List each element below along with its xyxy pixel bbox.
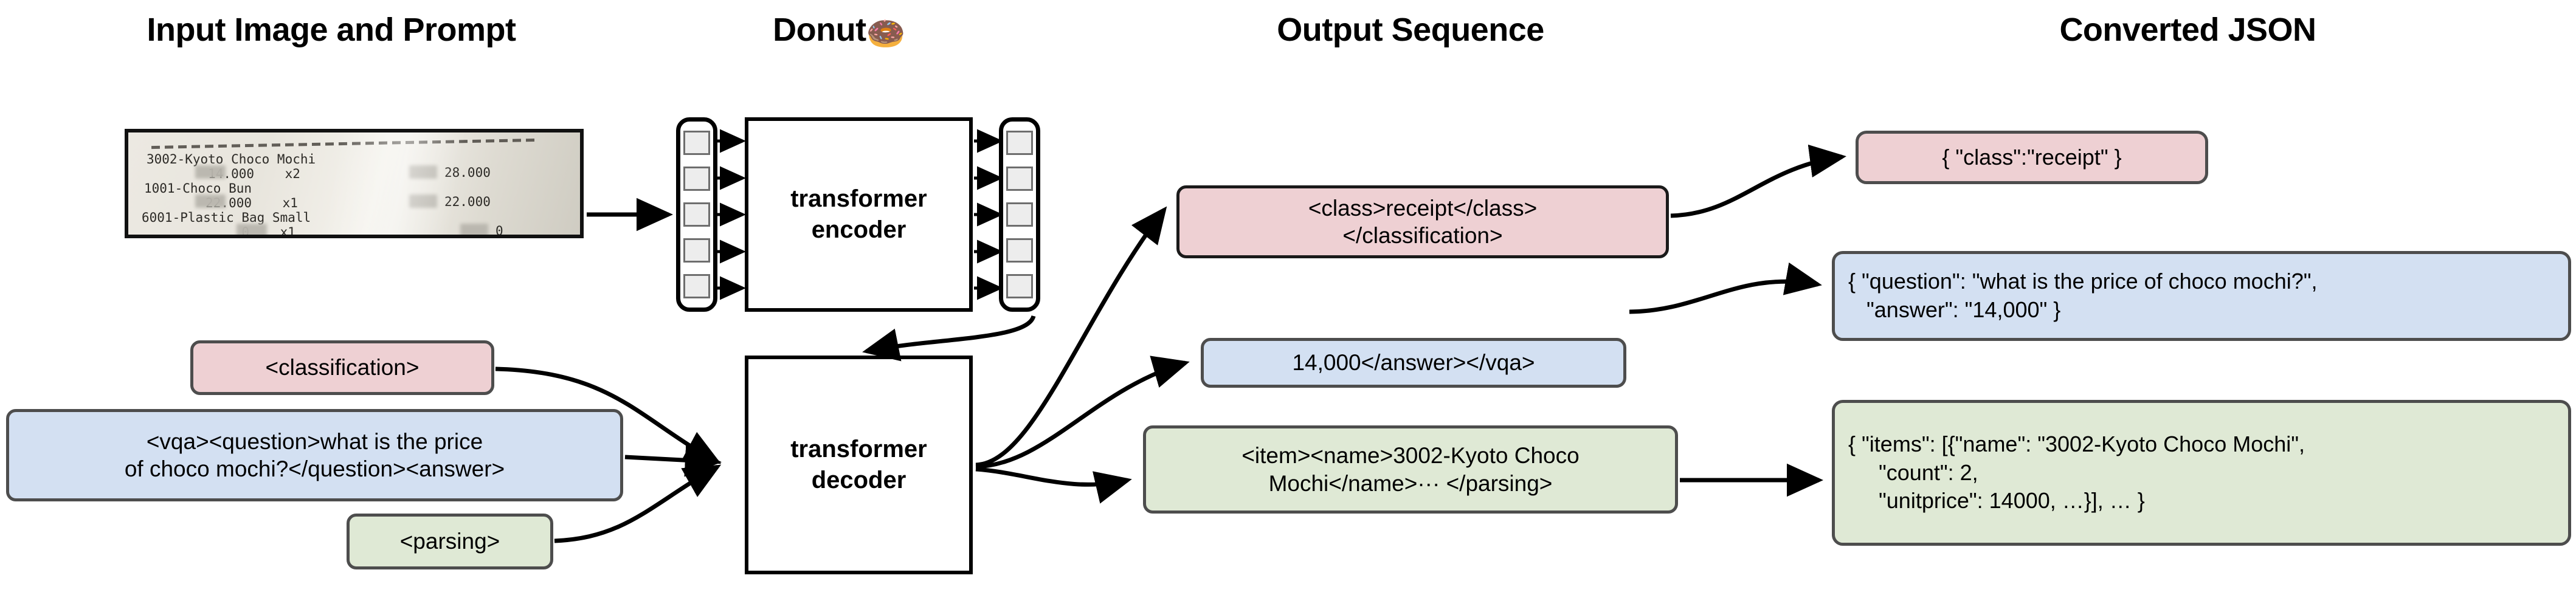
receipt-dashed-separator (151, 138, 537, 150)
arrow-output-vqa-to-json (1629, 262, 1822, 314)
json-classification-box[interactable]: { "class":"receipt" } (1856, 131, 2208, 184)
receipt-line-3: 1001-Choco Bun (144, 181, 252, 196)
encoder-output-token (1006, 202, 1033, 227)
column-header-donut: Donut🍩 (657, 11, 1021, 50)
encoder-output-token (1006, 131, 1033, 156)
transformer-encoder-box: transformer encoder (745, 117, 973, 312)
receipt-line-5: 6001-Plastic Bag Small (142, 210, 311, 225)
transformer-decoder-box: transformer decoder (745, 356, 973, 574)
output-parsing-box[interactable]: <item><name>3002-Kyoto Choco Mochi</name… (1143, 425, 1678, 514)
encoder-output-token-stack (999, 117, 1040, 312)
encoder-output-token (1006, 238, 1033, 263)
encoder-output-token (1006, 273, 1033, 298)
receipt-line-6: 0 x1 (142, 225, 295, 238)
arrow-decoder-to-parsing (975, 467, 1132, 504)
donut-icon: 🍩 (866, 16, 906, 52)
receipt-redaction-2 (195, 194, 226, 208)
receipt-line-1: 3002-Kyoto Choco Mochi (147, 152, 316, 167)
arrow-vqa-to-decoder (624, 443, 722, 477)
encoder-input-token (683, 238, 710, 263)
json-vqa-box[interactable]: { "question": "what is the price of choc… (1832, 251, 2571, 341)
receipt-amount-2: 22.000 (444, 194, 491, 209)
encoder-input-token (683, 273, 710, 298)
donut-header-label: Donut (773, 12, 866, 48)
encoder-output-token (1006, 167, 1033, 191)
arrow-output-classification-to-json (1670, 144, 1846, 218)
receipt-amount-1: 28.000 (444, 165, 491, 180)
json-parsing-box[interactable]: { "items": [{"name": "3002-Kyoto Choco M… (1832, 400, 2571, 546)
encoder-input-token (683, 131, 710, 156)
output-vqa-box[interactable]: 14,000</answer></vqa> (1201, 338, 1626, 388)
receipt-amount-3: 0 (496, 224, 503, 238)
output-classification-box[interactable]: <class>receipt</class> </classification> (1176, 185, 1669, 258)
prompt-parsing-box[interactable]: <parsing> (347, 514, 553, 569)
receipt-redaction-6 (460, 224, 488, 235)
encoder-input-token (683, 167, 710, 191)
encoder-input-token-stack (676, 117, 717, 312)
arrow-encoder-to-decoder (862, 315, 1036, 362)
prompt-classification-box[interactable]: <classification> (190, 340, 494, 395)
receipt-redaction-4 (409, 165, 437, 179)
column-header-input-image-and-prompt: Input Image and Prompt (147, 12, 516, 48)
receipt-redaction-1 (195, 165, 226, 179)
receipt-input-image: 3002-Kyoto Choco Mochi 14.000 x2 1001-Ch… (125, 129, 584, 238)
receipt-redaction-3 (237, 224, 267, 235)
encoder-input-token (683, 202, 710, 227)
column-header-output-sequence: Output Sequence (1277, 12, 1544, 48)
column-header-converted-json: Converted JSON (2059, 12, 2316, 48)
prompt-vqa-box[interactable]: <vqa><question>what is the price of choc… (6, 409, 623, 501)
receipt-redaction-5 (409, 194, 437, 208)
